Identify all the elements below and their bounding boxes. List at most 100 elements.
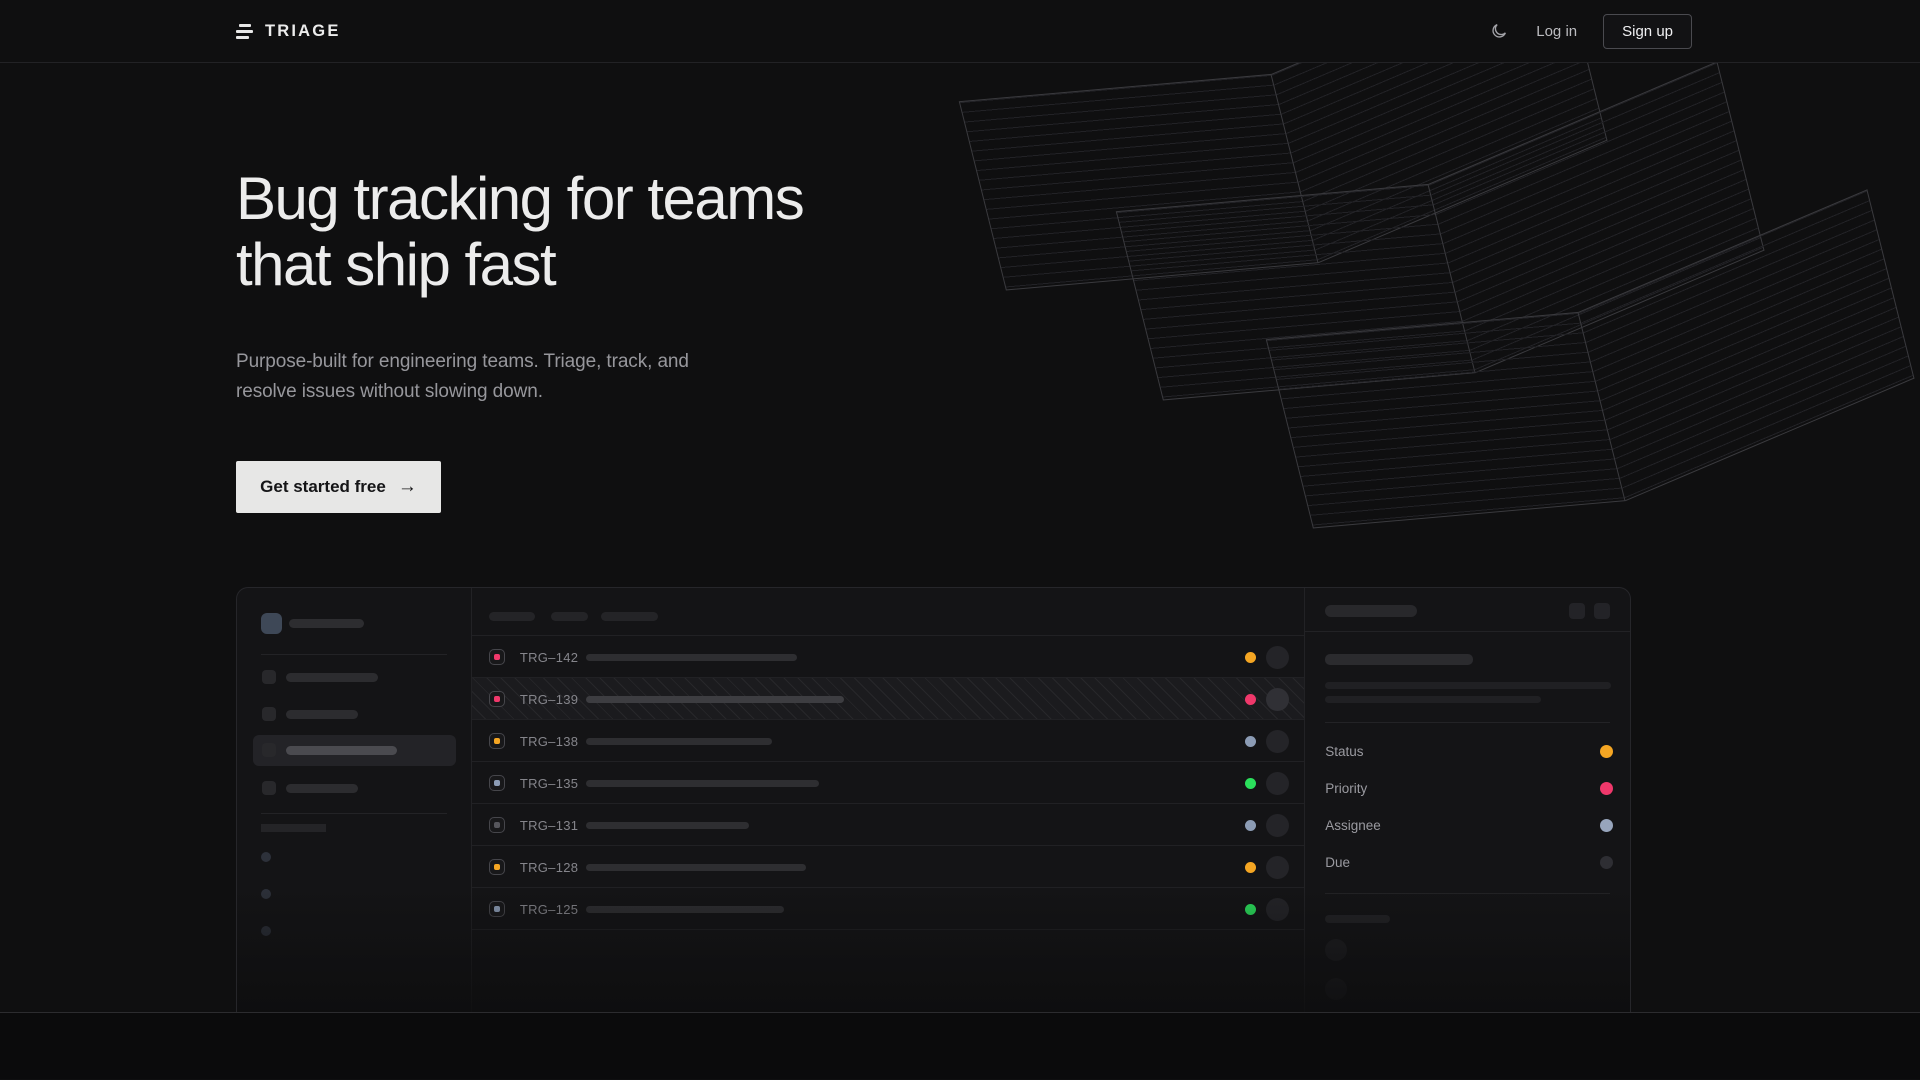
- sidebar-item: [237, 663, 471, 700]
- sidebar-item: [237, 700, 471, 737]
- issue-title-skeleton: [585, 738, 772, 745]
- tab-skeleton: [488, 612, 535, 621]
- status-dot: [1244, 694, 1256, 705]
- issue-id: TRG–142: [519, 650, 579, 665]
- assignee-avatar: [1265, 856, 1289, 879]
- assignee-avatar: [1265, 646, 1289, 669]
- field-value-dot: [1600, 745, 1614, 758]
- issue-type-icon: [488, 859, 505, 875]
- field-value-dot: [1600, 782, 1614, 795]
- assignee-avatar: [1265, 688, 1289, 711]
- icon-button-skeleton: [1569, 603, 1585, 619]
- comment-avatar-skeleton: [1325, 939, 1348, 961]
- issue-id: TRG–125: [519, 902, 579, 917]
- status-dot: [1244, 736, 1256, 747]
- detail-field-row: Assignee: [1305, 807, 1630, 844]
- issue-title-skeleton: [585, 822, 749, 829]
- divider: [1325, 893, 1610, 894]
- detail-field-row: Due: [1305, 844, 1630, 881]
- issue-title-skeleton: [585, 906, 784, 913]
- triage-logo-icon: [236, 23, 254, 39]
- wireframe-ribbon: [958, 63, 1620, 338]
- theme-toggle-button[interactable]: [1488, 20, 1510, 42]
- issue-id: TRG–139: [519, 692, 579, 707]
- mockup-issue-list: TRG–142 TRG–139 TRG–138 TRG–135 TRG–131 …: [471, 588, 1306, 1012]
- issue-type-icon: [488, 901, 505, 917]
- issue-row: TRG–139: [471, 678, 1305, 720]
- comment-avatar-skeleton: [1325, 978, 1348, 1000]
- presence-dot: [261, 852, 271, 862]
- hero-subtitle: Purpose-built for engineering teams. Tri…: [236, 351, 689, 402]
- issue-row: TRG–135: [471, 762, 1305, 804]
- assignee-avatar: [1265, 898, 1289, 921]
- issue-id: TRG–128: [519, 860, 579, 875]
- detail-field-row: Priority: [1305, 770, 1630, 807]
- issue-title-skeleton: [585, 864, 806, 871]
- issue-type-icon: [488, 817, 505, 833]
- issue-row: TRG–142: [471, 636, 1305, 678]
- cta-label: Get started free: [260, 477, 386, 496]
- field-value-dot: [1600, 819, 1614, 832]
- workspace-avatar: [261, 613, 282, 634]
- issue-row: TRG–128: [471, 846, 1305, 888]
- issue-rows: TRG–142 TRG–139 TRG–138 TRG–135 TRG–131 …: [471, 636, 1305, 930]
- workspace-name-skeleton: [289, 619, 364, 628]
- issue-row: TRG–131: [471, 804, 1305, 846]
- sidebar-item: [237, 774, 471, 811]
- issue-title-skeleton: [585, 780, 819, 787]
- arrow-right-icon: →: [397, 476, 417, 497]
- site-header: TRIAGE Log in Sign up: [0, 0, 1920, 63]
- brand: TRIAGE: [236, 22, 341, 41]
- field-label: Priority: [1325, 781, 1368, 796]
- issue-id: TRG–131: [519, 818, 579, 833]
- signup-button[interactable]: Sign up: [1603, 13, 1692, 49]
- section-label-skeleton: [261, 824, 326, 832]
- detail-field-row: Status: [1305, 733, 1630, 770]
- wireframe-ribbon: [1115, 63, 1777, 448]
- issue-type-icon: [488, 649, 505, 665]
- issue-row: TRG–138: [471, 720, 1305, 762]
- get-started-button[interactable]: Get started free →: [236, 461, 441, 513]
- assignee-avatar: [1265, 772, 1289, 795]
- issue-type-icon: [488, 733, 505, 749]
- icon-button-skeleton: [1594, 603, 1610, 619]
- status-dot: [1244, 862, 1256, 873]
- app-mockup: TRG–142 TRG–139 TRG–138 TRG–135 TRG–131 …: [236, 587, 1631, 1012]
- divider: [261, 654, 447, 655]
- tab-skeleton: [600, 612, 658, 621]
- issue-type-icon: [488, 775, 505, 791]
- brand-name: TRIAGE: [265, 21, 341, 40]
- field-label: Status: [1325, 744, 1364, 759]
- mockup-sidebar: [237, 588, 472, 1012]
- description-line-skeleton: [1325, 682, 1612, 689]
- wireframe-ribbon: [1265, 189, 1920, 576]
- field-label: Due: [1325, 855, 1350, 870]
- status-dot: [1244, 820, 1256, 831]
- issue-title-skeleton: [1325, 654, 1474, 665]
- issue-id: TRG–138: [519, 734, 579, 749]
- issue-title-skeleton: [585, 696, 844, 703]
- list-tabs: [471, 588, 1305, 636]
- field-label: Assignee: [1325, 818, 1381, 833]
- sidebar-item-active: [253, 735, 456, 766]
- presence-dot: [261, 889, 271, 899]
- field-value-dot: [1600, 856, 1614, 869]
- issue-title-skeleton: [585, 654, 797, 661]
- issue-row: TRG–125: [471, 888, 1305, 930]
- description-line-skeleton: [1325, 696, 1542, 703]
- status-dot: [1244, 652, 1256, 663]
- divider: [1325, 722, 1610, 723]
- issue-type-icon: [488, 691, 505, 707]
- divider: [261, 813, 447, 814]
- page-footer: [0, 1013, 1920, 1079]
- presence-dot: [261, 926, 271, 936]
- tab-skeleton: [550, 612, 588, 621]
- issue-id: TRG–135: [519, 776, 579, 791]
- detail-title-skeleton: [1325, 605, 1418, 617]
- status-dot: [1244, 778, 1256, 789]
- activity-label-skeleton: [1325, 915, 1391, 923]
- login-link[interactable]: Log in: [1536, 22, 1578, 40]
